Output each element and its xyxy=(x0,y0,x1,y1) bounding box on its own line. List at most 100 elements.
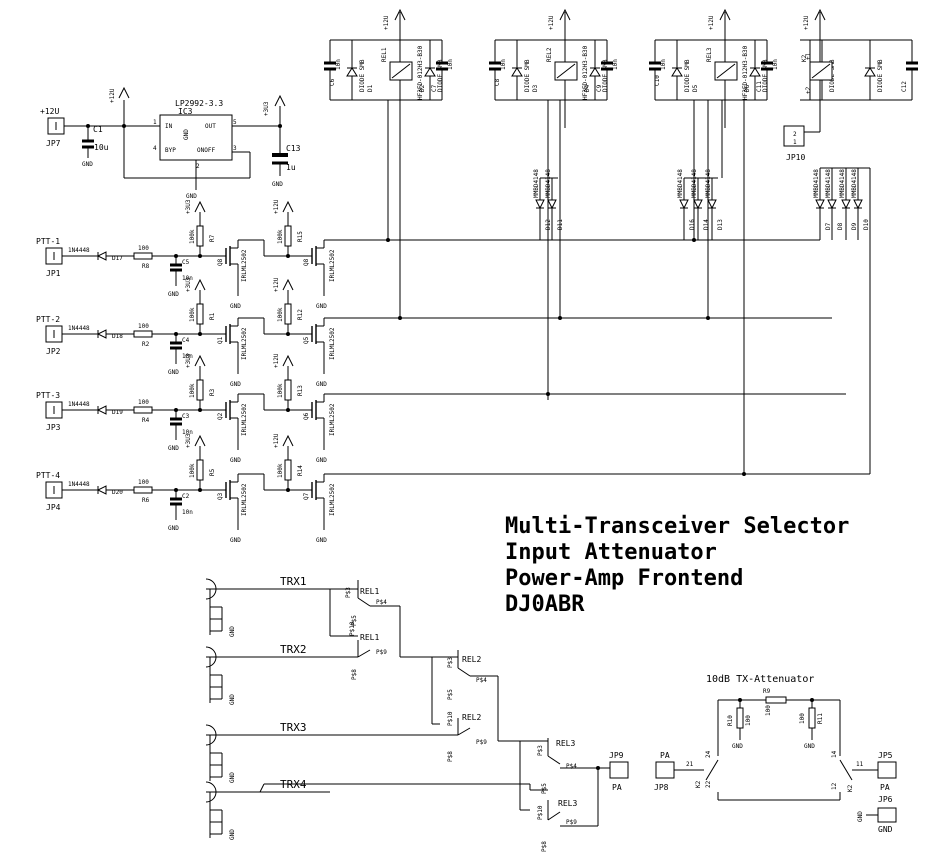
mosfet2-name: Q7 xyxy=(303,492,310,500)
supply-arrow xyxy=(394,8,406,21)
relay-cap2-name: C9 xyxy=(596,84,603,92)
svg-text:JP5: JP5 xyxy=(878,751,893,760)
ptt-resistor-value: 100 xyxy=(138,245,149,252)
jp8-connector xyxy=(655,761,675,779)
relay-supply-label: +12U xyxy=(548,15,555,30)
relay-supply-label: +12U xyxy=(708,15,715,30)
ptt-resistor-name: R2 xyxy=(142,341,150,348)
relay-cap-name: C8 xyxy=(494,78,501,86)
svg-text:5: 5 xyxy=(233,119,237,126)
pullup2-value: 100k xyxy=(277,383,284,398)
contact-pin: P$4 xyxy=(376,599,387,606)
junction-dot xyxy=(386,238,390,242)
supply-arrow xyxy=(719,8,731,21)
title-block: Multi-Transceiver Selector Input Attenua… xyxy=(505,514,849,617)
ptt-resistor-name: R6 xyxy=(142,497,150,504)
mosfet-part: IRLML2502 xyxy=(241,483,248,516)
ptt-cap-value: 10n xyxy=(182,353,193,360)
mosfet2-part: IRLML2502 xyxy=(329,327,336,360)
contact-pin: P$8 xyxy=(447,751,454,762)
relay-diode-2 xyxy=(424,67,436,77)
c13-capacitor xyxy=(272,153,288,157)
gnd-label: GND xyxy=(230,457,241,464)
relay-supply-label: +12U xyxy=(803,15,810,30)
svg-text:GND: GND xyxy=(272,181,283,188)
contact-pin: P$9 xyxy=(476,739,487,746)
pullup-value: 100k xyxy=(189,229,196,244)
contact-pin: P$3 xyxy=(447,657,454,668)
pullup-name: R5 xyxy=(209,468,216,476)
ptt-diode-name: D20 xyxy=(112,489,123,496)
contact-pin: P$8 xyxy=(541,841,548,852)
relay-cap-name: C10 xyxy=(654,75,661,86)
jp10-pin: 1 xyxy=(793,139,797,146)
contact-rel1: REL1 xyxy=(360,587,379,596)
or-diode xyxy=(707,199,717,210)
supply-arrow xyxy=(282,354,294,367)
contact-pin: P$10 xyxy=(447,711,454,726)
svg-text:22: 22 xyxy=(705,780,712,788)
contact-rel3b: REL3 xyxy=(558,799,577,808)
svg-text:4: 4 xyxy=(153,145,157,152)
ptt-diode-name: D19 xyxy=(112,409,123,416)
or-diode-name: D12 xyxy=(545,219,552,230)
relay-supply-label: +12U xyxy=(383,15,390,30)
junction-dot xyxy=(742,472,746,476)
supply-label: +12U xyxy=(273,353,280,368)
trx-gnd: GND xyxy=(229,626,236,637)
k2-pin-1: +1 xyxy=(805,52,812,60)
jp10-label: JP10 xyxy=(786,153,805,162)
ptt-diode-part: 1N4448 xyxy=(68,401,90,408)
contact-pin: P$5 xyxy=(447,689,454,700)
trx-gnd: GND xyxy=(229,694,236,705)
svg-text:1: 1 xyxy=(153,119,157,126)
supply-label: +12U xyxy=(273,277,280,292)
or-diode-name: D8 xyxy=(837,222,844,230)
ptt-diode-name: D17 xyxy=(112,255,123,262)
supply-arrow xyxy=(282,434,294,447)
ptt-diode xyxy=(96,251,107,261)
supply-label: +12U xyxy=(273,433,280,448)
contact-pin: P$9 xyxy=(376,649,387,656)
supply-label: +3U3 xyxy=(185,353,192,368)
pullup2-name: R14 xyxy=(297,465,304,476)
relay-diode-2 xyxy=(589,67,601,77)
contact-pin: P$10 xyxy=(349,621,356,636)
relay-diode-part-2: DIODE SMB xyxy=(877,59,884,92)
relay-cap-value: 10n xyxy=(500,59,507,70)
ptt-resistor-value: 100 xyxy=(138,479,149,486)
ptt-series-resistor xyxy=(133,406,153,414)
gnd-label: GND xyxy=(168,369,179,376)
or-diode-part: MMBD4148 xyxy=(545,169,552,198)
relay-diode-part: DIODE SMB xyxy=(359,59,366,92)
gnd-label: GND xyxy=(316,303,327,310)
k2-pin-2: +2 xyxy=(805,86,812,94)
relay-cap2-name: C7 xyxy=(431,84,438,92)
gnd-label: GND xyxy=(230,381,241,388)
relay-cap2-value: 10n xyxy=(447,59,454,70)
svg-text:PA: PA xyxy=(660,751,670,760)
or-diode xyxy=(693,199,703,210)
svg-text:+3U3: +3U3 xyxy=(263,101,270,116)
ptt-diode xyxy=(96,329,107,339)
svg-text:100: 100 xyxy=(799,713,806,724)
supply-label: +3U3 xyxy=(185,277,192,292)
relay-diode-part-2: DIODE SMB xyxy=(437,59,444,92)
junction-dot xyxy=(692,238,696,242)
relay-diode-name: D1 xyxy=(367,84,374,92)
svg-text:GND: GND xyxy=(82,161,93,168)
ptt-pullup-resistor xyxy=(196,379,204,401)
or-diode-part: MMBD4148 xyxy=(839,169,846,198)
svg-text:14: 14 xyxy=(831,750,838,758)
contact-pin: P$5 xyxy=(351,615,358,626)
ptt-cap-value: 10n xyxy=(182,275,193,282)
svg-text:OUT: OUT xyxy=(205,123,216,130)
junction-dot xyxy=(706,316,710,320)
contact-pin: P$8 xyxy=(351,669,358,680)
ptt-pullup2-resistor xyxy=(284,225,292,247)
or-diode xyxy=(535,199,545,210)
svg-text:GND: GND xyxy=(804,743,815,750)
gnd-label: GND xyxy=(168,291,179,298)
svg-text:3: 3 xyxy=(233,145,237,152)
or-diode-part: MMBD4148 xyxy=(825,169,832,198)
